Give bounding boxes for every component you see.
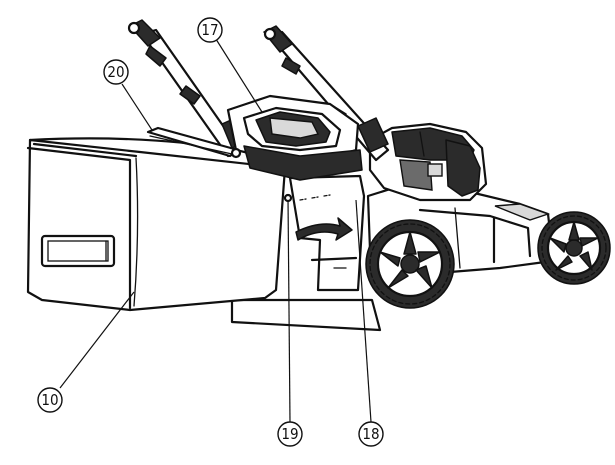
handlebar: [127, 19, 390, 162]
callout-19-label: 19: [281, 425, 298, 443]
rear-wheel: [365, 219, 455, 309]
callout-17-label: 17: [201, 21, 218, 39]
front-wheel: [537, 211, 611, 285]
leader-lines: [59, 35, 372, 423]
callout-10: 10: [37, 387, 63, 413]
rear-discharge-frame: [288, 174, 366, 292]
callout-18: 18: [358, 421, 384, 447]
callout-19: 19: [277, 421, 303, 447]
bag-fill-indicator: [146, 126, 242, 159]
callout-10-label: 10: [41, 391, 58, 409]
callout-20-label: 20: [107, 63, 124, 81]
callout-20: 20: [103, 59, 129, 85]
motor-housing: [368, 122, 488, 202]
grass-collection-bag: [26, 137, 382, 332]
callout-17: 17: [197, 17, 223, 43]
bag-carry-handle: [226, 94, 363, 181]
callout-18-label: 18: [362, 425, 379, 443]
